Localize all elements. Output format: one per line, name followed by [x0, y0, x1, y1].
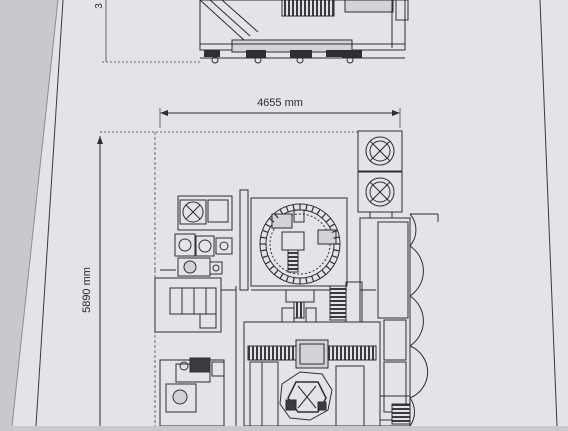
- paper-left-edge: [11, 0, 59, 427]
- tool-pocket: [305, 204, 308, 211]
- tool-pocket: [262, 255, 269, 259]
- tool-pocket: [260, 249, 267, 252]
- tool-pocket: [321, 213, 327, 219]
- depth-dimension: [97, 136, 103, 426]
- tool-pocket: [269, 265, 275, 271]
- tool-pocket: [279, 273, 284, 279]
- tool-pocket: [269, 217, 275, 223]
- width-dimension-label: 4655 mm: [257, 97, 303, 109]
- plan-view: [154, 130, 439, 427]
- door-swing-arcs: [409, 213, 439, 427]
- width-dimension: [100, 108, 401, 133]
- electrical-cabinet-left: [154, 277, 222, 333]
- tool-pocket: [279, 209, 284, 215]
- tool-pocket: [273, 213, 279, 219]
- tool-pocket: [333, 249, 340, 252]
- tool-pocket: [292, 204, 295, 211]
- tool-pocket: [325, 217, 331, 223]
- tool-pocket: [321, 269, 327, 275]
- depth-dimension-label: 5890 mm: [81, 267, 93, 313]
- tool-pocket: [329, 223, 335, 228]
- tool-pocket: [311, 275, 315, 282]
- tool-pocket: [331, 255, 338, 259]
- tool-pocket: [325, 265, 331, 271]
- tool-magazine: [250, 197, 348, 287]
- rotary-table: [279, 371, 333, 421]
- left-pump-units: [160, 233, 233, 277]
- page-margin-line-left: [35, 0, 64, 427]
- front-elevation-view: [102, 0, 409, 64]
- page-margin-line-right: [539, 0, 558, 427]
- top-dimension-label: 3: [94, 3, 105, 9]
- hydraulic-unit: [159, 357, 225, 427]
- tool-pocket: [311, 206, 315, 213]
- tool-magazine-pockets: [260, 204, 340, 284]
- tool-pocket: [333, 236, 340, 239]
- tool-pocket: [305, 277, 308, 284]
- tool-pocket: [262, 229, 269, 233]
- tool-pocket: [260, 236, 267, 239]
- left-fan-unit: [177, 195, 233, 231]
- tool-pocket: [292, 277, 295, 284]
- tool-pocket: [329, 260, 335, 265]
- cooling-fan-unit-2: [357, 171, 403, 213]
- tool-pocket: [285, 206, 289, 213]
- tool-pocket: [331, 229, 338, 233]
- tool-pocket: [285, 275, 289, 282]
- cooling-fan-unit-1: [357, 130, 403, 172]
- tool-pocket: [273, 269, 279, 275]
- tool-pocket: [316, 273, 321, 279]
- tool-pocket: [265, 223, 271, 228]
- tool-pocket: [316, 209, 321, 215]
- tool-pocket: [265, 260, 271, 265]
